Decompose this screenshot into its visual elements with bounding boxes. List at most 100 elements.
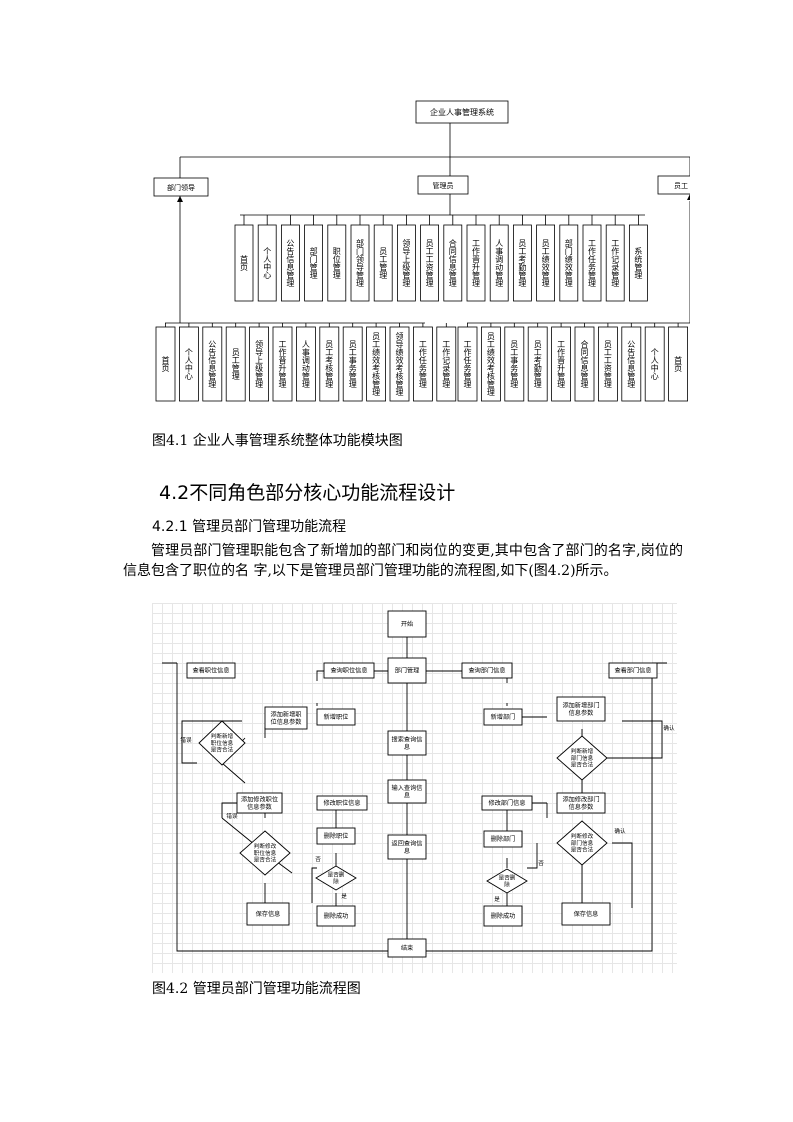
- right-modify: 修改部门信息: [481, 795, 533, 811]
- admin-module-label: 理: [518, 279, 526, 288]
- staff-module-label: 管: [627, 371, 635, 381]
- staff-module-label: 作: [464, 347, 472, 357]
- leader-module-label: 信: [208, 355, 216, 365]
- leader-module-label: 作: [419, 347, 427, 357]
- leader-module-label: 工: [325, 348, 333, 357]
- svg-text:是否删: 是否删: [328, 871, 345, 879]
- flow-dept-manage: 部门管理: [387, 657, 427, 684]
- staff-module-label: 核: [487, 371, 495, 381]
- role-box-staff: [657, 175, 690, 195]
- label-confirm-right2: 确认: [614, 827, 626, 835]
- admin-module-label: 理: [310, 271, 318, 280]
- svg-text:位信息参数: 位信息参数: [271, 718, 303, 726]
- admin-module-label: 系: [634, 246, 642, 256]
- svg-text:添加修改职位: 添加修改职位: [241, 795, 278, 803]
- leader-module-label: 导: [396, 340, 404, 349]
- svg-text:查询部门信息: 查询部门信息: [468, 667, 505, 675]
- svg-text:添加修改部门: 添加修改部门: [562, 795, 599, 803]
- leader-module-label: 管: [279, 371, 287, 381]
- leader-module-label: 员: [349, 340, 357, 349]
- leader-module-label: 调: [302, 356, 310, 365]
- admin-module-label: 员: [379, 247, 387, 256]
- leader-module-label: 员: [372, 332, 380, 341]
- leader-module-label: 理: [442, 380, 450, 389]
- leader-module-label: 绩: [372, 347, 380, 357]
- admin-module-label: 门: [310, 254, 318, 264]
- leader-module-label: 核: [396, 371, 404, 381]
- admin-module-label: 管: [565, 270, 573, 280]
- leader-module-label: 务: [349, 363, 357, 373]
- svg-text:职位信息: 职位信息: [254, 849, 277, 857]
- leader-module-label: 领: [396, 331, 404, 341]
- leader-module-label: 工: [349, 348, 357, 357]
- svg-text:是否删: 是否删: [499, 874, 516, 882]
- admin-module-label: 公: [286, 239, 294, 248]
- admin-module-label: 信: [286, 254, 294, 264]
- leader-module-label: 绩: [396, 347, 404, 357]
- staff-module-label: 作: [557, 347, 565, 357]
- subsection-title: 4.2.1 管理员部门管理功能流程: [152, 519, 347, 535]
- leader-module-label: 理: [325, 380, 333, 389]
- admin-module-label: 理: [565, 279, 573, 288]
- admin-module-label: 首: [240, 254, 248, 264]
- staff-module-label: 管: [464, 371, 472, 381]
- admin-module-label: 职: [333, 247, 341, 256]
- leader-module-label: 导: [255, 348, 263, 357]
- leader-module-label: 工: [372, 340, 380, 349]
- admin-module-label: 人: [263, 255, 271, 264]
- figure-caption: 图4.1 企业人事管理系统整体功能模块图: [152, 433, 403, 449]
- leader-module-label: 任: [419, 355, 427, 365]
- admin-module-label: 导: [356, 263, 364, 272]
- admin-module-label: 位: [333, 254, 341, 264]
- staff-module-label: 人: [651, 356, 659, 365]
- admin-module-label: 工: [379, 255, 387, 264]
- admin-module-label: 管: [310, 262, 318, 272]
- staff-module-label: 公: [627, 340, 635, 349]
- label-error-left1: 错误: [180, 736, 192, 744]
- admin-module-label: 息: [449, 262, 457, 272]
- leader-module-label: 事: [349, 355, 357, 365]
- svg-text:搜索查询信: 搜索查询信: [392, 735, 423, 743]
- admin-module-label: 理: [379, 271, 387, 280]
- svg-text:保存信息: 保存信息: [574, 910, 599, 918]
- leader-module-label: 个: [185, 348, 193, 357]
- leader-module-label: 公: [208, 340, 216, 349]
- leader-module-label: 中: [185, 363, 193, 373]
- admin-module-label: 页: [240, 263, 248, 272]
- svg-text:查看部门信息: 查看部门信息: [614, 667, 651, 675]
- label-confirm-right1: 确认: [663, 724, 675, 732]
- staff-module-label: 员: [510, 340, 518, 349]
- leader-module-label: 工: [419, 340, 427, 349]
- admin-module-0: 首页: [234, 215, 254, 302]
- leader-module-label: 晋: [279, 356, 287, 365]
- admin-module-label: 资: [426, 262, 434, 272]
- admin-module-label: 任: [588, 254, 596, 264]
- label-no-left: 否: [315, 856, 321, 863]
- admin-module-label: 记: [611, 255, 619, 264]
- staff-module-label: 管: [581, 371, 589, 381]
- svg-text:删除成功: 删除成功: [491, 912, 516, 920]
- svg-text:开始: 开始: [401, 620, 413, 628]
- staff-module-label: 勤: [534, 363, 542, 373]
- staff-module-label: 合: [581, 339, 589, 349]
- staff-module-label: 升: [557, 364, 565, 373]
- admin-module-label: 管: [611, 270, 619, 280]
- admin-module-label: 领: [402, 238, 410, 248]
- svg-text:息: 息: [404, 743, 410, 751]
- role-label-staff: 员工: [674, 182, 688, 190]
- admin-module-label: 理: [588, 279, 596, 288]
- svg-text:查看职位信息: 查看职位信息: [192, 667, 229, 675]
- admin-module-label: 考: [518, 255, 526, 264]
- svg-text:是否合法: 是否合法: [571, 761, 594, 769]
- admin-module-label: 同: [449, 247, 457, 256]
